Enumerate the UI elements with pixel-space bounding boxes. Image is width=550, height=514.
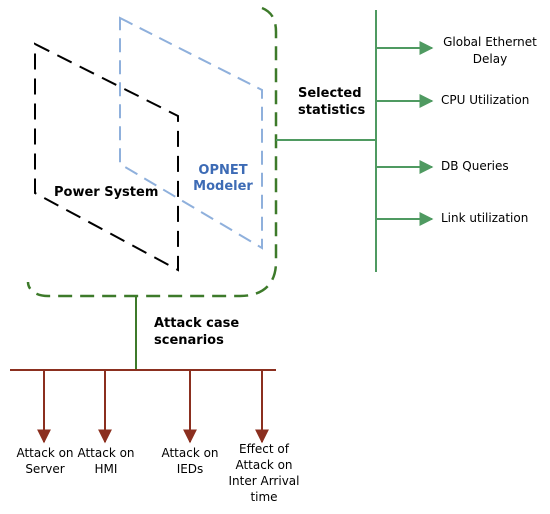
- attack-label-inter-arrival-line2: Attack on: [235, 458, 293, 472]
- attack-label-ieds-line2: IEDs: [176, 462, 204, 476]
- attack-scenarios-label: Attack case scenarios: [154, 315, 239, 349]
- attack-label-ieds-line1: Attack on: [161, 446, 219, 460]
- power-system-plane: [34, 42, 179, 272]
- attack-label-inter-arrival-line1: Effect of: [239, 442, 289, 456]
- attack-label-hmi-line1: Attack on: [77, 446, 135, 460]
- opnet-label-line1: OPNET: [198, 163, 248, 178]
- attack-label-hmi-line2: HMI: [94, 462, 118, 476]
- power-system-label: Power System: [54, 185, 159, 200]
- attack-label-hmi: Attack on HMI: [77, 445, 135, 477]
- opnet-modeler-plane: [119, 16, 263, 250]
- attack-label-server-line1: Attack on: [16, 446, 74, 460]
- layers-bracket: [26, 6, 278, 298]
- attack-label-ieds: Attack on IEDs: [161, 445, 219, 477]
- stat-label-global-ethernet-line1: Global Ethernet: [443, 35, 537, 49]
- attack-scenarios-line1: Attack case: [154, 316, 240, 331]
- stat-label-cpu: CPU Utilization: [441, 93, 530, 107]
- selected-statistics-line2: statistics: [298, 103, 366, 118]
- attack-scenarios-line2: scenarios: [154, 333, 224, 348]
- attack-label-server: Attack on Server: [14, 445, 76, 477]
- attack-label-server-line2: Server: [25, 462, 65, 476]
- selected-statistics-line1: Selected: [298, 86, 362, 101]
- selected-statistics-label: Selected statistics: [298, 85, 365, 119]
- opnet-label: OPNET Modeler: [192, 163, 254, 195]
- attack-label-inter-arrival: Effect of Attack on Inter Arrival time: [222, 441, 306, 505]
- stat-label-global-ethernet-line2: Delay: [472, 52, 508, 66]
- opnet-label-line2: Modeler: [193, 179, 253, 194]
- attack-label-inter-arrival-line4: time: [250, 490, 278, 504]
- stat-label-link: Link utilization: [441, 211, 529, 225]
- attack-label-inter-arrival-line3: Inter Arrival: [228, 474, 300, 488]
- stat-label-db: DB Queries: [441, 159, 509, 173]
- stat-label-global-ethernet: Global Ethernet Delay: [432, 34, 548, 68]
